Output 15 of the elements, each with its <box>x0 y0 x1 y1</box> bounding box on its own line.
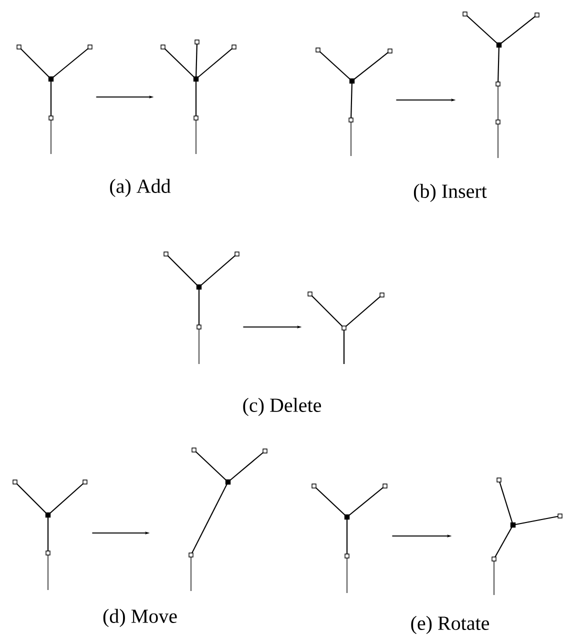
tree-drawing <box>316 48 392 156</box>
tree-drawing <box>462 12 540 158</box>
caption: (d) Move <box>103 608 177 628</box>
tree-drawing <box>308 292 384 364</box>
tree-drawing <box>492 478 562 596</box>
tree-drawing <box>164 252 240 364</box>
tree-drawing <box>312 484 388 594</box>
tree-drawing <box>12 480 88 590</box>
caption: (e) Rotate <box>411 616 490 634</box>
caption: (b) Insert <box>414 184 487 202</box>
tree-drawing <box>160 40 236 154</box>
tree-drawing <box>16 44 92 154</box>
tree-drawing <box>188 448 268 592</box>
caption: (a) Add <box>110 178 171 198</box>
caption: (c) Delete <box>243 398 322 416</box>
